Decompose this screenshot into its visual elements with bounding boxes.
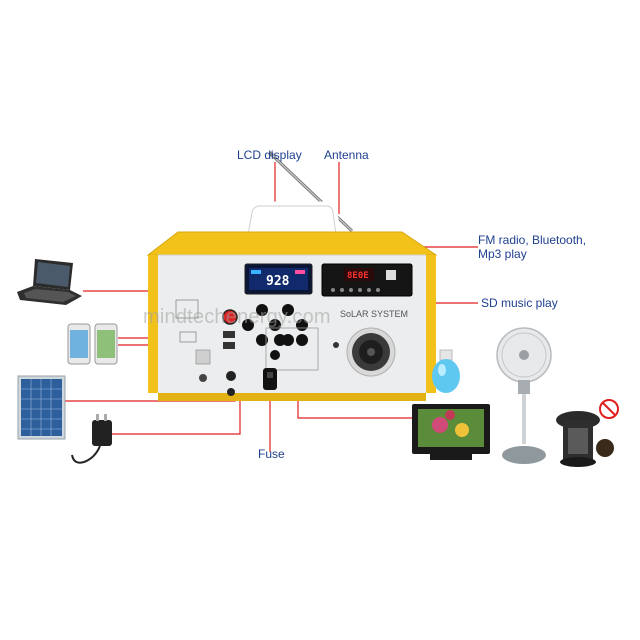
mosquito-killer-icon: [556, 399, 619, 467]
watermark: mindtechenergy.com: [143, 306, 331, 328]
solar-system-unit: 928 8E0E: [146, 231, 438, 401]
television-icon: [412, 404, 490, 460]
fm-radio-callout-line2: Mp3 play: [478, 247, 527, 261]
sd-music-callout: SD music play: [481, 296, 558, 310]
solar-panel-icon: [17, 375, 66, 440]
lcd-reading: 928: [266, 274, 290, 289]
led-bulb-icon: [432, 349, 460, 393]
antenna-callout: Antenna: [324, 148, 369, 162]
stand-fan-icon: [496, 327, 552, 464]
wall-charger-icon: [71, 414, 112, 464]
mp3-reading: 8E0E: [347, 271, 369, 281]
antenna: [268, 151, 354, 233]
fm-radio-callout-line1: FM radio, Bluetooth,: [478, 233, 587, 247]
fuse-holder: [263, 368, 277, 390]
laptop-icon: [17, 259, 82, 305]
power-switch: [222, 309, 238, 325]
speaker: [346, 327, 396, 377]
panel-title: SoLAR SYSTEM: [340, 309, 408, 319]
carry-handle: [243, 201, 341, 236]
smartphones-icon: [67, 323, 118, 365]
lcd-display-callout: LCD display: [237, 148, 302, 162]
fuse-callout: Fuse: [258, 447, 285, 461]
